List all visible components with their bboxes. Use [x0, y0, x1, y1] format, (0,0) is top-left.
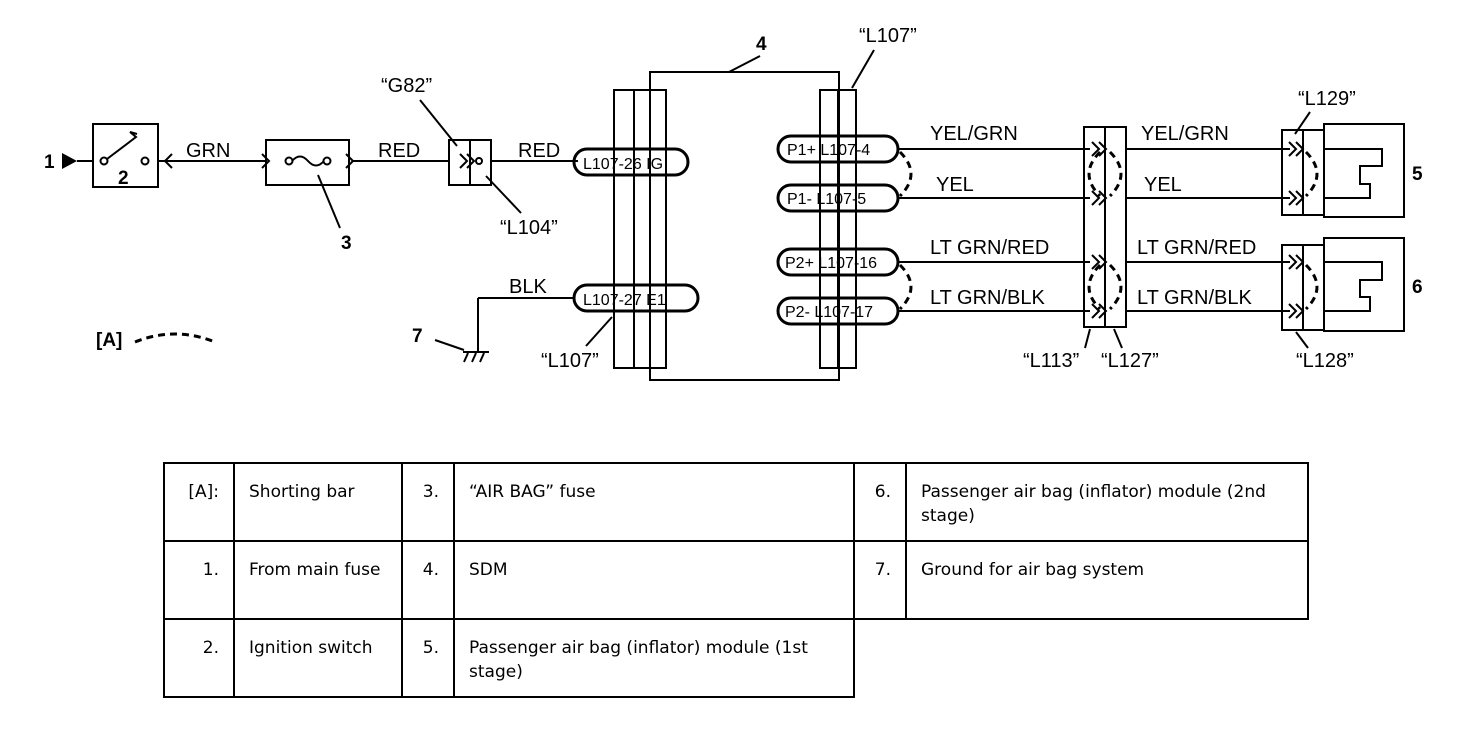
ground-symbol: 7 [412, 326, 489, 363]
legend-key: 1. [163, 540, 235, 620]
svg-text:L107-26 IG: L107-26 IG [583, 156, 663, 173]
wire-red-1: RED [378, 140, 420, 162]
connector-l129: “L129” [1298, 88, 1356, 110]
legend-key: 3. [401, 462, 455, 542]
connector-l107-bottom: “L107” [541, 350, 599, 372]
connector-l107-left: “L107” [541, 89, 667, 372]
legend-key: 7. [853, 540, 907, 620]
legend-value: SDM [453, 540, 855, 620]
wire-yel-left: YEL [936, 174, 974, 196]
connector-l113-l127: “L113” “L127” [1023, 126, 1159, 372]
wire-yel-grn-left: YEL/GRN [930, 123, 1018, 145]
wire-red-2: RED [518, 140, 560, 162]
svg-text:P2+ L107-16: P2+ L107-16 [785, 255, 877, 272]
label-5: 5 [1412, 164, 1423, 185]
legend-value: Passenger air bag (inflator) module (1st… [453, 618, 855, 698]
legend-table: [A]: Shorting bar 3. “AIR BAG” fuse 6. P… [163, 462, 1309, 698]
legend-row: 2. Ignition switch 5. Passenger air bag … [163, 618, 1308, 698]
label-1: 1 [44, 152, 55, 173]
legend-empty-cell [854, 619, 1308, 697]
wire-yel-grn-right: YEL/GRN [1141, 123, 1229, 145]
legend-value: Shorting bar [233, 462, 403, 542]
connector-l107-top: “L107” [859, 25, 917, 47]
wire-grn: GRN [186, 140, 230, 162]
pin-ig: L107-26 IG [572, 147, 690, 177]
legend-value: From main fuse [233, 540, 403, 620]
ignition-switch: 2 [92, 123, 159, 189]
svg-text:P1- L107-5: P1- L107-5 [787, 191, 866, 208]
legend-value: Ground for air bag system [905, 540, 1309, 620]
connector-l113: “L113” [1023, 350, 1079, 372]
connector-g82: “G82” [381, 75, 432, 97]
label-3: 3 [341, 233, 352, 254]
legend-row: 1. From main fuse 4. SDM 7. Ground for a… [163, 540, 1309, 620]
label-7: 7 [412, 326, 423, 347]
svg-text:P2- L107-17: P2- L107-17 [785, 304, 873, 321]
connector-l128: “L128” [1296, 350, 1354, 372]
wire-blk: BLK [509, 276, 547, 298]
inflator-module-1st-stage: “L129” 5 [1281, 88, 1423, 218]
wire-lt-grn-blk-right: LT GRN/BLK [1137, 287, 1253, 309]
legend-row: [A]: Shorting bar 3. “AIR BAG” fuse 6. P… [163, 462, 1309, 542]
connector-l104: “L104” [500, 217, 558, 239]
label-4: 4 [756, 34, 767, 55]
legend-value: Passenger air bag (inflator) module (2nd… [905, 462, 1309, 542]
wire-lt-grn-red-right: LT GRN/RED [1137, 237, 1256, 259]
label-2: 2 [118, 168, 129, 189]
legend-key: 6. [853, 462, 907, 542]
legend-value: “AIR BAG” fuse [453, 462, 855, 542]
label-6: 6 [1412, 277, 1423, 298]
wire-lt-grn-red-left: LT GRN/RED [930, 237, 1049, 259]
main-fuse-source: 1 [44, 152, 93, 173]
inflator-module-2nd-stage: “L128” 6 [1281, 237, 1423, 372]
pin-e1: L107-27 E1 [572, 283, 700, 313]
svg-text:L107-27 E1: L107-27 E1 [583, 292, 666, 309]
connector-l107-right: “L107” [819, 25, 917, 369]
air-bag-fuse: 3 [265, 139, 355, 254]
connector-l127: “L127” [1101, 350, 1159, 372]
svg-text:P1+ L107-4: P1+ L107-4 [787, 142, 870, 159]
legend-key: 2. [163, 618, 235, 698]
legend-key: 4. [401, 540, 455, 620]
shorting-bar-symbol [134, 332, 216, 344]
legend-key: 5. [401, 618, 455, 698]
wire-lt-grn-blk-left: LT GRN/BLK [930, 287, 1046, 309]
label-a: [A] [96, 330, 122, 351]
connector-g82-l104: “G82” “L104” [381, 75, 558, 239]
wire-yel-right: YEL [1144, 174, 1182, 196]
legend-key: [A]: [163, 462, 235, 542]
wiring-diagram: 1 2 GRN 3 RED “G82” “L104” [44, 25, 1423, 381]
legend-value: Ignition switch [233, 618, 403, 698]
